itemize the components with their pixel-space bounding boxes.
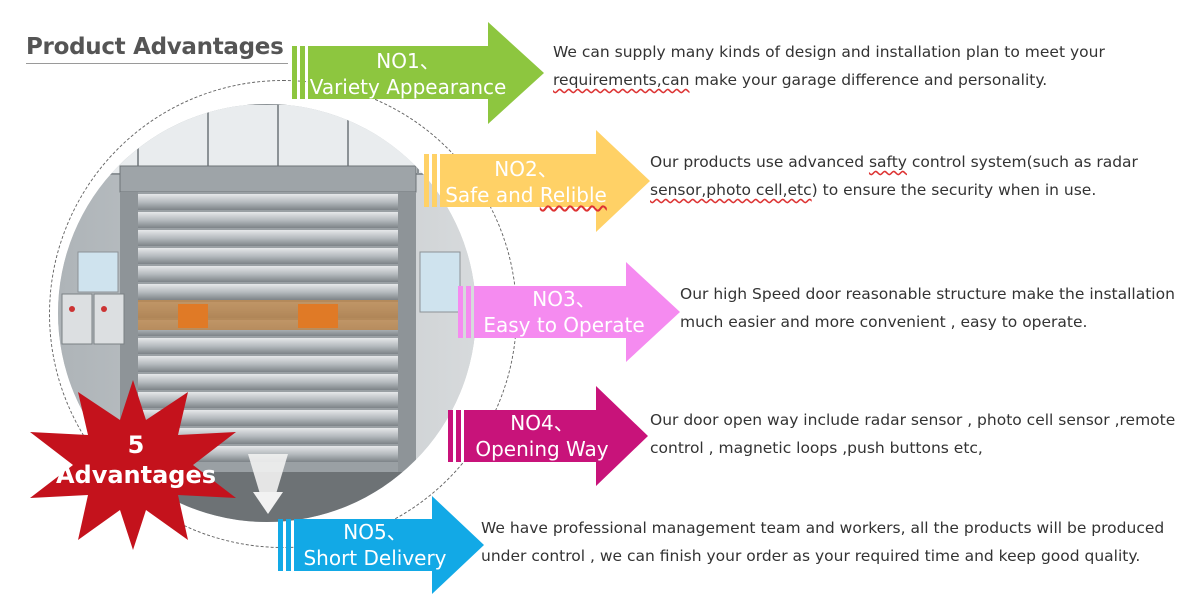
advantage-5-desc-line2: under control , we can finish your order… xyxy=(481,547,1141,565)
advantage-arrow-4: NO4、 Opening Way xyxy=(448,386,648,486)
misspelled-word: requirements,can xyxy=(553,71,690,89)
advantage-5-number: NO5、 xyxy=(343,520,407,544)
advantage-4-number: NO4、 xyxy=(510,411,574,435)
advantage-1-number: NO1、 xyxy=(376,49,440,73)
advantage-1-name: Variety Appearance xyxy=(309,75,507,99)
advantage-2-desc-line2: sensor,photo cell,etc) to ensure the sec… xyxy=(650,176,1138,204)
badge-text: 5 Advantages xyxy=(52,430,220,490)
advantage-2-name: Safe and Relible xyxy=(440,182,612,208)
advantage-5-desc-line1: We have professional management team and… xyxy=(481,519,1165,537)
advantage-3-desc-line1: Our high Speed door reasonable structure… xyxy=(680,285,1175,303)
advantage-4-description: Our door open way include radar sensor ,… xyxy=(650,406,1175,462)
advantage-arrow-2: NO2、 Safe and Relible xyxy=(424,130,650,232)
advantage-3-name: Easy to Operate xyxy=(483,313,645,337)
advantage-3-desc-line2: much easier and more convenient , easy t… xyxy=(680,313,1088,331)
advantage-arrow-5: NO5、 Short Delivery xyxy=(278,496,484,594)
advantage-2-desc-line2-rest: ) to ensure the security when in use. xyxy=(811,181,1097,199)
misspelled-word: safty xyxy=(868,153,907,171)
advantage-2-desc-post: control system(such as radar xyxy=(906,153,1138,171)
badge-number: 5 xyxy=(127,431,145,459)
advantage-1-desc-line1: We can supply many kinds of design and i… xyxy=(553,43,1105,61)
misspelled-word: Relible xyxy=(539,183,607,207)
advantage-1-desc-line2: requirements,can make your garage differ… xyxy=(553,66,1105,94)
advantage-4-desc-line1: Our door open way include radar sensor ,… xyxy=(650,411,1176,429)
misspelled-word: sensor,photo cell,etc xyxy=(650,181,812,199)
advantage-arrow-1: NO1、 Variety Appearance xyxy=(292,22,544,124)
advantage-2-desc-pre: Our products use advanced xyxy=(650,153,869,171)
advantage-arrow-3: NO3、 Easy to Operate xyxy=(458,262,680,362)
advantage-3-number: NO3、 xyxy=(532,287,596,311)
advantage-1-desc-line2-rest: make your garage difference and personal… xyxy=(689,71,1048,89)
advantage-4-desc-line2: control , magnetic loops ,push buttons e… xyxy=(650,439,983,457)
advantage-3-description: Our high Speed door reasonable structure… xyxy=(680,280,1175,336)
page-title: Product Advantages xyxy=(26,34,284,60)
advantage-5-name: Short Delivery xyxy=(303,546,447,570)
advantage-5-description: We have professional management team and… xyxy=(481,514,1164,570)
advantage-2-name-pre: Safe and xyxy=(445,183,540,207)
advantage-2-number: NO2、 xyxy=(494,157,558,181)
advantage-4-name: Opening Way xyxy=(475,437,609,461)
advantage-1-description: We can supply many kinds of design and i… xyxy=(553,38,1105,94)
advantage-2-description: Our products use advanced safty control … xyxy=(650,148,1138,204)
advantage-2-desc-line1: Our products use advanced safty control … xyxy=(650,148,1138,176)
badge-starburst xyxy=(28,380,238,550)
badge-label: Advantages xyxy=(55,461,217,489)
title-underline xyxy=(26,63,288,64)
